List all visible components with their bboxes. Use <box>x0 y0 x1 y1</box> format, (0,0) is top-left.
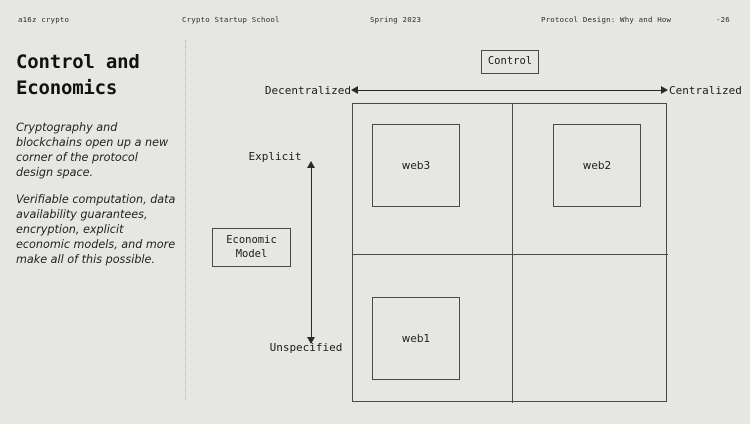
x-axis-arrowhead-left-icon <box>351 86 358 94</box>
header-term: Spring 2023 <box>370 15 422 24</box>
page-title: Control and Economics <box>16 51 140 99</box>
quadrant-matrix: web3 web2 web1 <box>352 103 668 403</box>
header-course: Crypto Startup School <box>182 15 280 24</box>
y-axis-arrow <box>306 161 318 344</box>
callout-control-axis-title: Control <box>481 50 539 74</box>
matrix-vertical-divider <box>512 104 513 403</box>
callout-economic-model-axis-title: Economic Model <box>212 228 291 267</box>
y-axis-line <box>311 162 312 343</box>
y-axis-label-unspecified: Unspecified <box>269 341 343 354</box>
y-axis-arrowhead-down-icon <box>307 337 315 344</box>
x-axis-line <box>352 90 667 91</box>
x-axis-arrow <box>351 83 668 99</box>
header-organization: a16z crypto <box>18 15 70 24</box>
x-axis-label-centralized: Centralized <box>669 84 742 97</box>
header-page-number: -26 <box>716 15 730 24</box>
matrix-horizontal-divider <box>353 254 668 255</box>
column-divider <box>185 40 186 400</box>
body-paragraph-1: Cryptography and blockchains open up a n… <box>16 121 169 180</box>
header-lecture-title: Protocol Design: Why and How <box>541 15 672 24</box>
y-axis-arrowhead-up-icon <box>307 161 315 168</box>
quadrant-box-web3: web3 <box>372 124 460 207</box>
x-axis-label-decentralized: Decentralized <box>264 84 351 97</box>
quadrant-box-web1: web1 <box>372 297 460 380</box>
quadrant-box-web2: web2 <box>553 124 641 207</box>
y-axis-label-explicit: Explicit <box>248 150 302 163</box>
body-paragraph-2: Verifiable computation, data availabilit… <box>16 193 176 267</box>
x-axis-arrowhead-right-icon <box>661 86 668 94</box>
